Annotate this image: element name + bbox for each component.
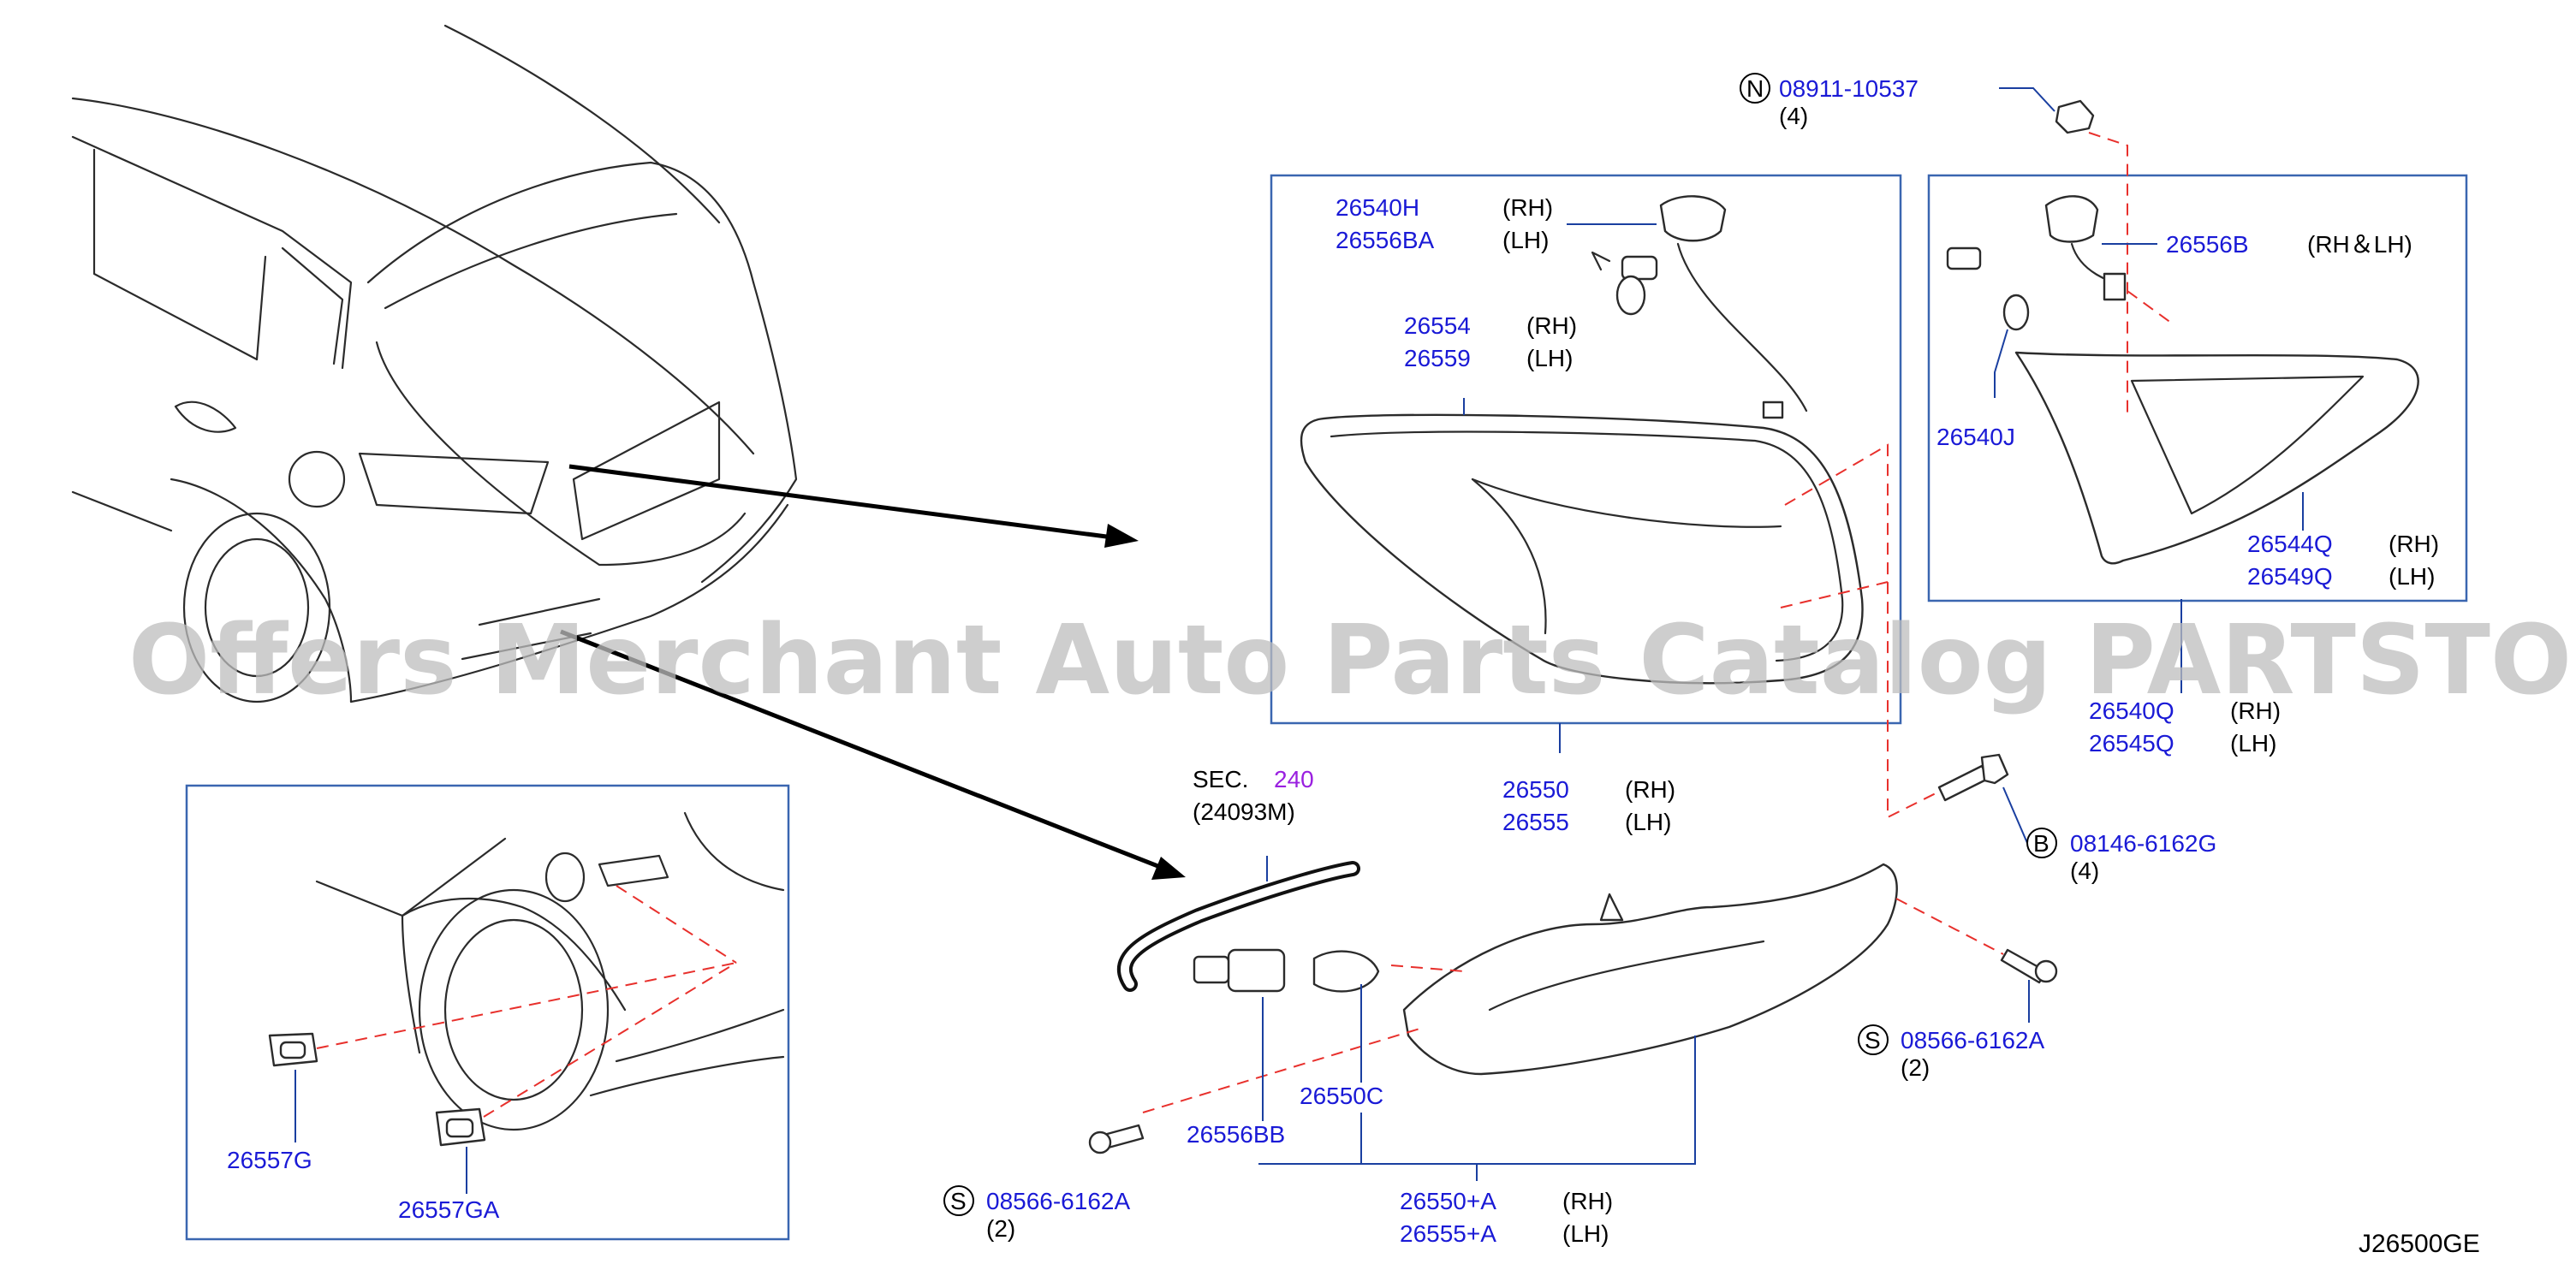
part-number-08911-10537: 08911-10537: [1779, 75, 1919, 102]
part-number-26549Q: 26549Q: [2247, 563, 2333, 590]
s-marker-left: S: [950, 1188, 967, 1214]
quantity-n: (4): [1779, 103, 1808, 129]
inner-tail-lamp-drawing: [1946, 195, 2419, 565]
part-number-26550C: 26550C: [1300, 1083, 1383, 1109]
side-26540Q: (RH): [2230, 697, 2281, 724]
part-number-26557G: 26557G: [227, 1147, 312, 1173]
quantity-s-left: (2): [986, 1215, 1015, 1242]
side-26555: (LH): [1625, 809, 1671, 835]
arrow-to-tail-lamp: [568, 464, 1114, 540]
screw-right: [2000, 948, 2048, 984]
rear-fog-lamp-drawing: [1088, 861, 2058, 1154]
arrow-to-fog-lamp: [560, 629, 1165, 871]
part-number-26554: 26554: [1404, 312, 1471, 339]
n-marker-circle: [1740, 73, 1770, 104]
side-26554: (RH): [1526, 312, 1577, 339]
part-labels: N 08911-10537 (4) 26540H (RH) 26556BA (L…: [227, 73, 2480, 1258]
part-number-26540J: 26540J: [1936, 424, 2015, 450]
side-26556BA: (LH): [1502, 227, 1549, 253]
vehicle-rear-illustration: [71, 24, 798, 703]
part-number-26555A: 26555+A: [1400, 1220, 1496, 1247]
quantity-s-right: (2): [1901, 1054, 1930, 1081]
side-26544Q: (RH): [2389, 531, 2439, 557]
part-number-26540H: 26540H: [1336, 194, 1419, 221]
part-number-26544Q: 26544Q: [2247, 531, 2333, 557]
part-number-08566-6162A-left: 08566-6162A: [986, 1188, 1130, 1214]
bolt-08146-6162G: [1937, 753, 2009, 802]
bumper-clip-callout-box: [185, 784, 790, 1241]
part-number-26556B: 26556B: [2166, 231, 2249, 258]
side-26556B: (RH＆LH): [2307, 231, 2412, 258]
side-26555A: (LH): [1562, 1220, 1609, 1247]
watermark-text: Offers Merchant Auto Parts Catalog PARTS…: [128, 605, 2576, 716]
part-number-26559: 26559: [1404, 345, 1471, 371]
quantity-b: (4): [2070, 858, 2099, 884]
part-number-26550A: 26550+A: [1400, 1188, 1496, 1214]
part-number-26540Q: 26540Q: [2089, 697, 2174, 724]
inner-lamp-callout-box: [1927, 174, 2468, 602]
tail-lamp-callout-box: [1270, 174, 1902, 725]
part-number-08146-6162G: 08146-6162G: [2070, 830, 2216, 857]
diagram-code: J26500GE: [2359, 1230, 2480, 1258]
arrowhead-tail-lamp: [1104, 524, 1139, 548]
part-number-26556BB: 26556BB: [1187, 1121, 1285, 1148]
n-marker: N: [1746, 75, 1764, 102]
side-26540H: (RH): [1502, 194, 1553, 221]
part-number-26556BA: 26556BA: [1336, 227, 1435, 253]
part-number-26550: 26550: [1502, 776, 1569, 803]
b-marker: B: [2033, 830, 2049, 857]
part-number-26555: 26555: [1502, 809, 1569, 835]
side-26549Q: (LH): [2389, 563, 2435, 590]
section-label: SEC.: [1193, 766, 1248, 792]
side-26545Q: (LH): [2230, 730, 2276, 757]
part-number-26545Q: 26545Q: [2089, 730, 2174, 757]
s-marker-right: S: [1865, 1027, 1881, 1053]
part-number-26557GA: 26557GA: [398, 1196, 500, 1223]
b-marker-circle: [2026, 828, 2057, 858]
section-number-link[interactable]: 240: [1274, 766, 1314, 792]
s-marker-circle-right: [1858, 1024, 1889, 1055]
section-reference: (24093M): [1193, 798, 1295, 825]
side-26559: (LH): [1526, 345, 1573, 371]
arrowhead-fog-lamp: [1151, 857, 1186, 880]
side-26550: (RH): [1625, 776, 1675, 803]
side-26550A: (RH): [1562, 1188, 1613, 1214]
part-leader-lines: [294, 87, 2304, 1194]
outer-tail-lamp-drawing: [1300, 195, 1864, 685]
part-number-08566-6162A-right: 08566-6162A: [1901, 1027, 2044, 1053]
nut-08911-10537: [2055, 99, 2095, 134]
reference-arrows: [560, 464, 1186, 880]
bumper-clip-detail-drawing: [268, 811, 785, 1147]
dashed-assembly-lines: [316, 132, 2175, 1118]
s-marker-circle-left: [943, 1185, 974, 1216]
